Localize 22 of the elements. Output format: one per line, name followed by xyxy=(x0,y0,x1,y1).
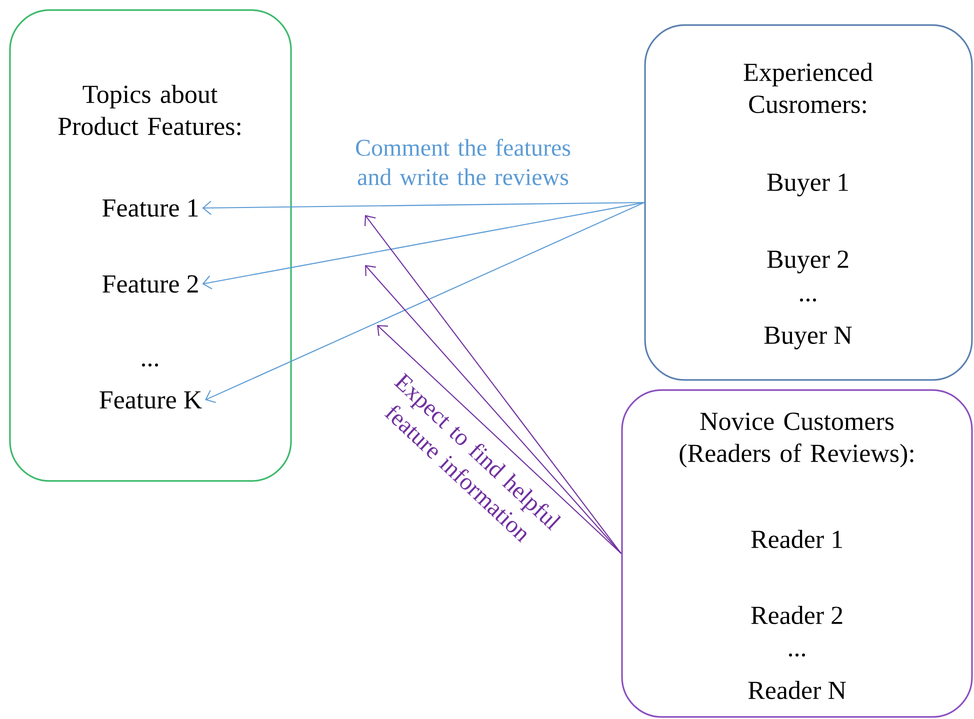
box-heading: Topics about Product Features: xyxy=(58,84,240,136)
node-text: Buyer 1 xyxy=(767,174,848,196)
feature-text: Feature 2 xyxy=(102,275,198,293)
node-text: ... xyxy=(788,653,806,657)
node-text: Reader 1 xyxy=(751,530,842,548)
arrow xyxy=(205,202,644,403)
arrow xyxy=(364,215,622,554)
arrow xyxy=(202,200,644,215)
feature-text: Feature K xyxy=(100,391,202,409)
node-text: Buyer N xyxy=(764,326,852,350)
edge-label: Comment the features and write the reviews xyxy=(356,138,570,186)
ellipsis-text: ... xyxy=(142,363,158,367)
node-text: ... xyxy=(800,298,816,302)
arrow xyxy=(377,325,622,554)
arrow xyxy=(202,202,644,290)
box-heading: Experienced Cusromers: xyxy=(744,62,873,114)
node-text: Reader 2 xyxy=(751,606,842,624)
box-heading: Novice Customers (Readers of Reviews): xyxy=(680,412,914,468)
node-text: Reader N xyxy=(748,680,846,700)
feature-text: Feature 1 xyxy=(102,199,198,217)
arrow xyxy=(365,265,622,554)
node-text: Buyer 2 xyxy=(767,250,848,274)
